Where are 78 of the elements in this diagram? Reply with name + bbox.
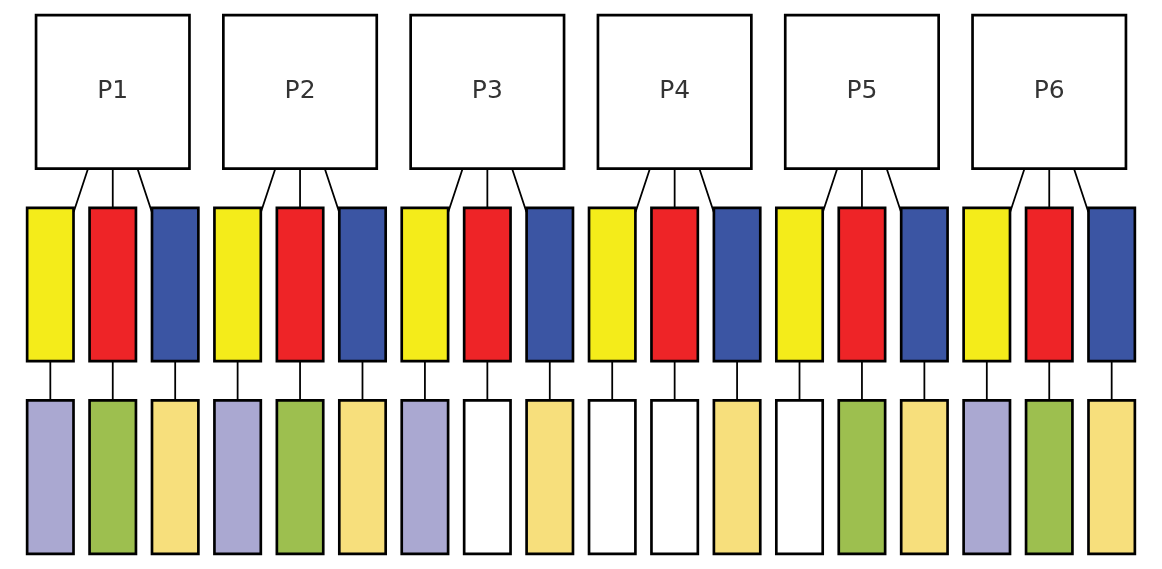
connector bbox=[861, 360, 863, 402]
node-box: P3 bbox=[409, 13, 566, 170]
node-bar bbox=[462, 206, 512, 363]
node-bar bbox=[1024, 206, 1074, 363]
node-bar bbox=[400, 206, 450, 363]
node-bar bbox=[275, 206, 325, 363]
connector bbox=[923, 360, 926, 402]
node-bar bbox=[337, 206, 387, 363]
connector bbox=[447, 168, 464, 213]
node-box: P4 bbox=[596, 13, 753, 170]
node-bar bbox=[1087, 206, 1137, 363]
connector bbox=[486, 168, 489, 209]
connector bbox=[299, 360, 301, 402]
connector bbox=[424, 360, 426, 402]
connector bbox=[361, 360, 364, 402]
connector bbox=[299, 168, 301, 209]
node-bar bbox=[25, 399, 75, 556]
node-box: P6 bbox=[971, 13, 1128, 170]
connector bbox=[673, 168, 676, 209]
node-bar bbox=[150, 399, 200, 556]
node-bar bbox=[1024, 399, 1074, 556]
node-bar bbox=[775, 399, 825, 556]
node-bar bbox=[525, 399, 575, 556]
node-bar bbox=[587, 206, 637, 363]
node-bar bbox=[587, 399, 637, 556]
connector bbox=[736, 360, 738, 402]
connector bbox=[611, 360, 614, 402]
node-bar bbox=[962, 399, 1012, 556]
node-bar bbox=[775, 206, 825, 363]
connector bbox=[634, 168, 651, 213]
connector bbox=[1048, 168, 1051, 209]
connector bbox=[698, 168, 715, 213]
node-bar bbox=[337, 399, 387, 556]
connector bbox=[174, 360, 177, 402]
connector bbox=[324, 168, 341, 213]
node-bar bbox=[899, 206, 949, 363]
connector bbox=[673, 360, 676, 402]
node-bar bbox=[899, 399, 949, 556]
node-bar bbox=[712, 206, 762, 363]
node-bar bbox=[462, 399, 512, 556]
node-bar bbox=[1087, 399, 1137, 556]
node-box: P1 bbox=[34, 13, 191, 170]
node-box: P2 bbox=[222, 13, 379, 170]
connector bbox=[260, 168, 277, 213]
node-bar bbox=[88, 206, 138, 363]
connector bbox=[548, 360, 551, 402]
connector bbox=[236, 360, 239, 402]
node-bar bbox=[213, 399, 263, 556]
node-bar bbox=[962, 206, 1012, 363]
connector bbox=[985, 360, 988, 402]
node-bar bbox=[213, 206, 263, 363]
node-bar bbox=[650, 206, 700, 363]
node-bar bbox=[525, 206, 575, 363]
connector bbox=[111, 360, 114, 402]
connector bbox=[486, 360, 489, 402]
node-bar bbox=[25, 206, 75, 363]
connector bbox=[136, 168, 153, 213]
connector bbox=[798, 360, 801, 402]
connector bbox=[861, 168, 863, 209]
connector bbox=[49, 360, 52, 402]
node-bar bbox=[275, 399, 325, 556]
connector bbox=[1048, 360, 1051, 402]
node-bar bbox=[400, 399, 450, 556]
node-bar bbox=[650, 399, 700, 556]
node-bar bbox=[837, 399, 887, 556]
connector bbox=[1073, 168, 1090, 213]
connector bbox=[511, 168, 528, 213]
connector bbox=[1110, 360, 1113, 402]
connector bbox=[1009, 168, 1026, 213]
connector bbox=[72, 168, 89, 213]
connector bbox=[885, 168, 902, 213]
connector bbox=[111, 168, 114, 209]
node-bar bbox=[88, 399, 138, 556]
node-bar bbox=[837, 206, 887, 363]
node-bar bbox=[150, 206, 200, 363]
node-bar bbox=[712, 399, 762, 556]
node-box: P5 bbox=[783, 13, 940, 170]
connector bbox=[821, 168, 838, 213]
